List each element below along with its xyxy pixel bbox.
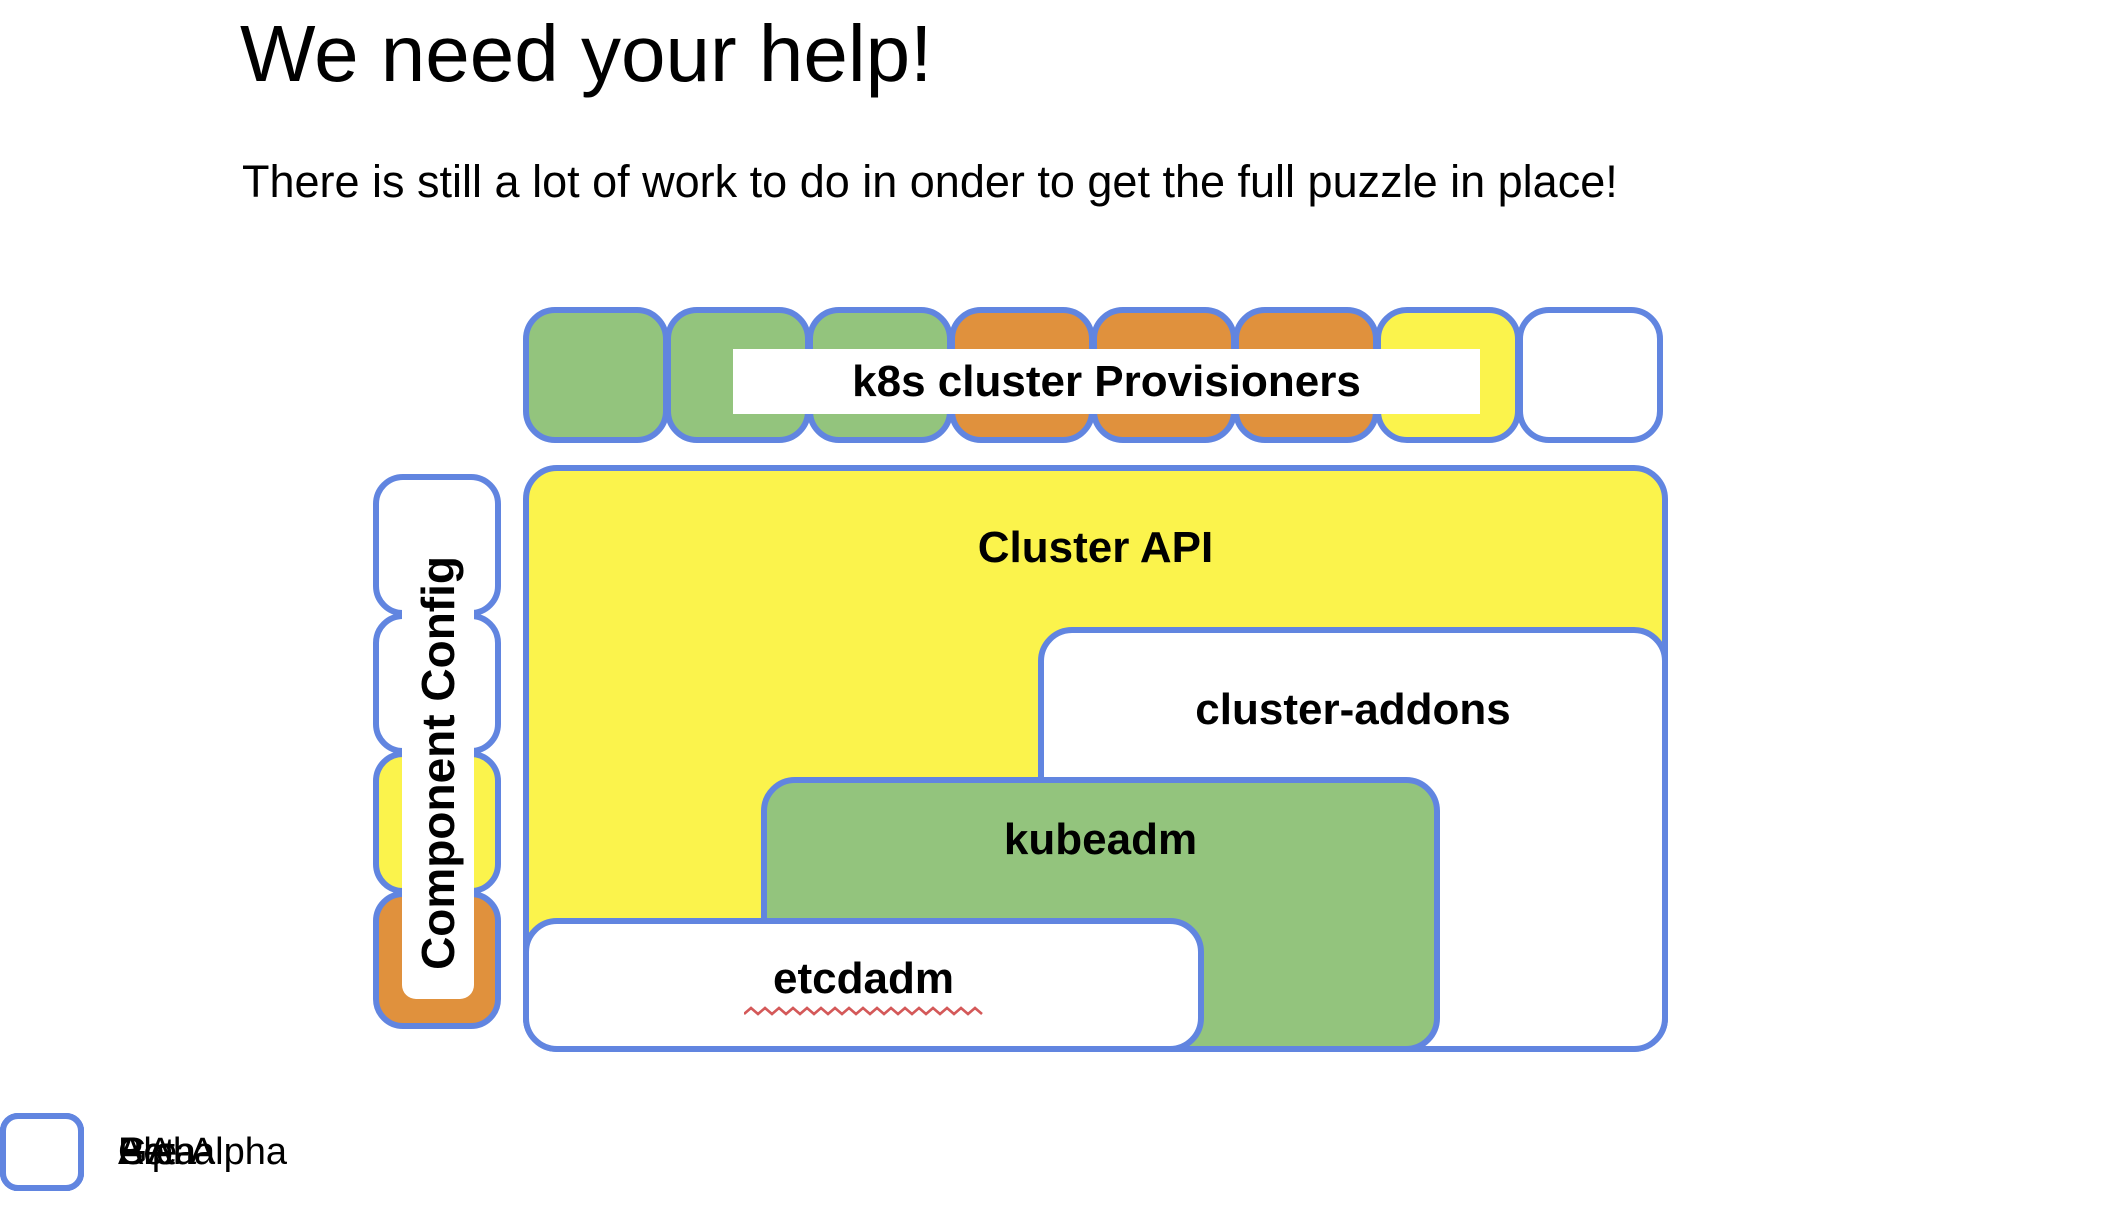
spellcheck-squiggle [743,1006,983,1016]
slide-title: We need your help! [240,9,933,98]
etcdadm-box: etcdadm [523,918,1204,1052]
provisioner-status-square [1517,307,1663,443]
legend-label: Beta [118,1130,197,1173]
slide-subtitle: There is still a lot of work to do in on… [242,156,1618,207]
provisioners-label: k8s cluster Provisioners [852,356,1361,406]
component-config-label-strip: Component Config [402,527,474,999]
cluster-addons-label: cluster-addons [1195,685,1511,734]
etcdadm-label: etcdadm [773,954,954,1003]
legend-item: Pre-Alpha [0,1113,287,1191]
provisioners-label-strip: k8s cluster Provisioners [733,349,1480,414]
cluster-api-label: Cluster API [977,523,1214,572]
provisioner-status-square [523,307,669,443]
kubeadm-label: kubeadm [1003,815,1198,864]
component-config-label: Component Config [412,556,464,970]
legend-label: GA [118,1130,173,1173]
legend-color-swatch [0,1113,84,1191]
legend-label: Pre-Alpha [118,1130,287,1173]
legend-label: Alpha [118,1130,216,1173]
